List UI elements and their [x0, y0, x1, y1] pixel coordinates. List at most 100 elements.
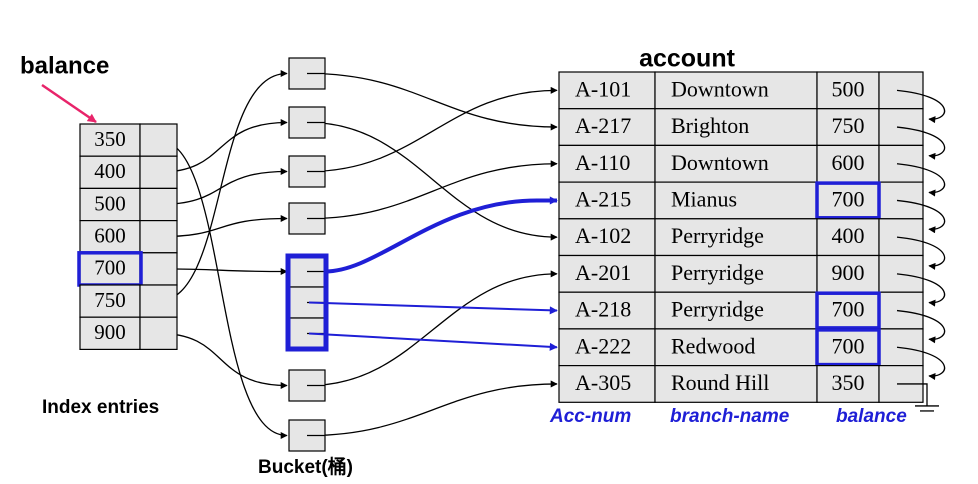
account-row: A-218 Perryridge 700 — [558, 291, 924, 330]
balance-highlight — [815, 328, 881, 367]
next-record-arrow — [896, 236, 946, 270]
column-caption-acc-num: Acc-num — [549, 406, 631, 427]
branch-name-cell — [654, 218, 818, 257]
next-record-arrow — [896, 273, 946, 307]
index-key-value: 900 — [94, 320, 126, 344]
next-record-arrow — [896, 346, 946, 380]
index-pointer-cell — [139, 220, 178, 254]
index-entry-row: 500 — [79, 187, 178, 222]
index-entry-row: 600 — [79, 220, 178, 254]
null-pointer-line — [897, 383, 928, 406]
bucket — [288, 155, 326, 188]
acc-num-value: A-218 — [575, 297, 631, 322]
balance-value: 700 — [832, 297, 865, 322]
branch-name-value: Mianus — [671, 186, 737, 211]
account-row: A-215 Mianus 700 — [558, 181, 924, 220]
bucket-to-record-arrow — [308, 72, 558, 131]
index-to-bucket-arrow — [158, 215, 288, 238]
highlighted-bucket-to-record-arrow — [308, 332, 558, 351]
bucket-to-record-arrow — [308, 380, 558, 437]
index-to-bucket-arrow — [158, 168, 288, 206]
bucket-caption: Bucket(桶) — [258, 455, 353, 478]
balance-value: 700 — [832, 186, 865, 211]
account-row: A-110 Downtown 600 — [558, 144, 924, 183]
branch-name-value: Downtown — [671, 150, 769, 175]
balance-highlight — [815, 291, 881, 330]
bucket-to-record-arrow — [308, 270, 558, 387]
next-record-arrow — [896, 89, 946, 124]
index-key-cell — [79, 316, 141, 351]
index-key-cell — [79, 284, 141, 318]
column-caption-balance: balance — [836, 406, 907, 427]
index-entry-row: 400 — [79, 155, 178, 189]
acc-num-cell — [558, 144, 656, 183]
search-key-pointer-arrow — [41, 83, 97, 124]
bucket-to-record-arrow — [308, 160, 558, 220]
branch-name-cell — [654, 328, 818, 367]
index-to-bucket-arrow — [158, 267, 288, 275]
bucket — [288, 106, 326, 139]
pointer-links — [158, 70, 558, 439]
acc-num-value: A-305 — [575, 370, 631, 395]
branch-name-value: Perryridge — [671, 297, 764, 322]
acc-num-value: A-215 — [575, 186, 631, 211]
index-pointer-cell — [139, 155, 178, 189]
relation-name-title: account — [639, 45, 736, 73]
index-to-bucket-arrow — [158, 332, 288, 389]
highlighted-pointer-links — [308, 196, 558, 351]
balance-value: 750 — [832, 113, 865, 138]
index-entry-row: 750 — [79, 284, 178, 318]
balance-cell — [816, 365, 880, 403]
index-key-value: 700 — [94, 256, 126, 280]
next-record-arrow — [896, 126, 946, 160]
branch-name-value: Perryridge — [671, 223, 764, 248]
index-key-value: 350 — [94, 127, 126, 151]
bucket-to-record-arrow — [308, 86, 558, 173]
index-entries-caption: Index entries — [42, 397, 159, 418]
acc-num-cell — [558, 71, 656, 110]
balance-value: 600 — [832, 150, 865, 175]
acc-num-cell — [558, 181, 656, 220]
index-entry-row: 350 — [79, 123, 178, 157]
branch-name-cell — [654, 108, 818, 146]
acc-num-value: A-110 — [575, 150, 630, 175]
balance-cell — [816, 218, 880, 257]
index-to-bucket-arrow — [158, 139, 288, 439]
acc-num-cell — [558, 328, 656, 367]
bucket-to-record-arrow — [308, 121, 558, 241]
branch-name-value: Redwood — [671, 333, 755, 358]
balance-value: 900 — [832, 260, 865, 285]
acc-num-cell — [558, 218, 656, 257]
index-pointer-cell — [139, 252, 178, 286]
balance-cell — [816, 144, 880, 183]
index-pointer-cell — [139, 123, 178, 157]
bucket — [285, 253, 329, 352]
branch-name-value: Brighton — [671, 113, 749, 138]
balance-value: 400 — [832, 223, 865, 248]
index-to-bucket-arrow — [158, 70, 288, 302]
highlighted-bucket-to-record-arrow — [308, 301, 558, 315]
branch-name-cell — [654, 144, 818, 183]
index-key-value: 400 — [94, 159, 126, 183]
search-key-label: balance — [20, 52, 109, 79]
branch-name-cell — [654, 71, 818, 110]
index-pointer-cell — [139, 316, 178, 351]
file-chain-pointers — [896, 89, 946, 412]
index-key-value: 600 — [94, 224, 126, 248]
index-to-bucket-arrow — [158, 119, 288, 173]
balance-highlight — [815, 181, 881, 220]
next-record-arrow — [896, 309, 946, 344]
index-entry-row: 700 — [77, 251, 178, 287]
bucket — [288, 57, 326, 90]
balance-value: 700 — [832, 333, 865, 358]
bucket-column — [285, 57, 329, 452]
next-record-arrow — [896, 199, 946, 234]
column-caption-branch-name: branch-name — [670, 406, 790, 427]
acc-num-value: A-201 — [575, 260, 631, 285]
